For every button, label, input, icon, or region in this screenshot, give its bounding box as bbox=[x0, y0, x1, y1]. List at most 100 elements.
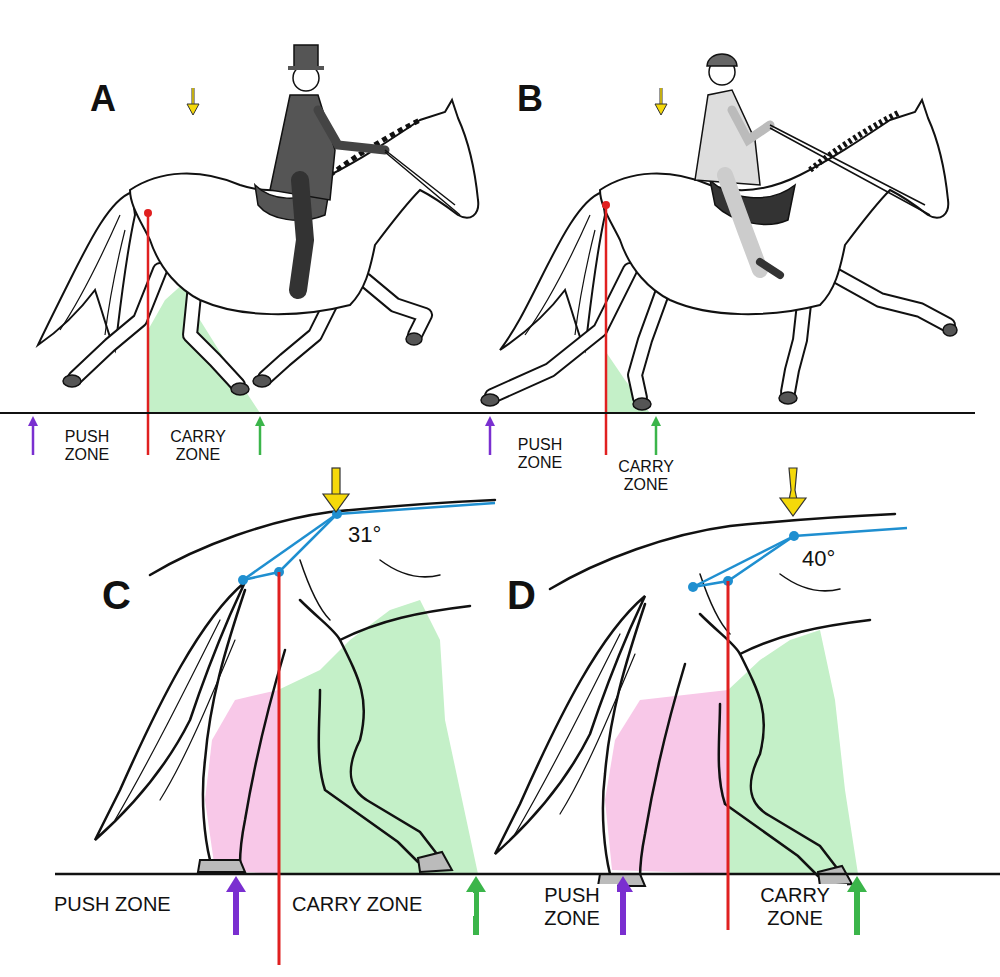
horse-b bbox=[770, 125, 930, 215]
angle-label: 31° bbox=[346, 522, 410, 547]
zone-label: PUSH ZONE bbox=[527, 884, 617, 930]
balance-line bbox=[278, 572, 281, 965]
yellow-arrow bbox=[780, 498, 806, 516]
push-arrow bbox=[28, 416, 38, 426]
yellow-arrow bbox=[323, 494, 349, 512]
yellow-arrow bbox=[660, 88, 662, 106]
horse-b bbox=[600, 100, 948, 314]
horse-b bbox=[635, 285, 665, 398]
push-zone-fill bbox=[605, 690, 728, 874]
angle-marker bbox=[688, 528, 907, 592]
hindquarter-drawing bbox=[115, 620, 235, 820]
balance-point bbox=[144, 209, 152, 217]
carry-arrow bbox=[466, 876, 486, 892]
balance-line bbox=[147, 213, 150, 455]
angle-marker bbox=[789, 531, 799, 541]
yellow-arrow bbox=[192, 88, 195, 106]
horse-legs bbox=[365, 280, 425, 335]
horse-b bbox=[732, 110, 770, 140]
angle-marker bbox=[243, 503, 495, 580]
horse-b bbox=[810, 112, 900, 170]
push-arrow bbox=[28, 416, 38, 455]
ground-line bbox=[55, 873, 1000, 876]
yellow-arrow bbox=[780, 468, 806, 516]
tail-strand bbox=[60, 215, 125, 335]
yellow-arrow bbox=[655, 88, 667, 115]
horse-b bbox=[525, 215, 595, 335]
horse-b bbox=[943, 324, 957, 336]
rider bbox=[298, 180, 305, 290]
balance-line bbox=[605, 205, 608, 455]
panel-letter: B bbox=[515, 78, 569, 119]
horse-b bbox=[835, 275, 948, 325]
angle-marker bbox=[688, 582, 698, 592]
carry-arrow bbox=[255, 416, 265, 455]
horse-b bbox=[725, 175, 760, 270]
panel-letter: A bbox=[88, 78, 142, 119]
carry-arrow bbox=[255, 416, 265, 426]
carry-arrow bbox=[854, 890, 860, 935]
hindquarter-drawing bbox=[319, 690, 418, 862]
horse-legs bbox=[365, 280, 425, 335]
angle-marker bbox=[243, 514, 337, 580]
ground-line bbox=[0, 412, 975, 414]
horse-b bbox=[481, 54, 957, 410]
hindquarter-drawing bbox=[95, 500, 495, 872]
horse-b bbox=[835, 275, 948, 325]
zone-label: CARRY ZONE bbox=[743, 884, 847, 930]
yellow-arrow bbox=[192, 88, 194, 106]
horse-b bbox=[492, 270, 630, 396]
carry-arrow bbox=[651, 416, 661, 426]
hooves bbox=[63, 375, 81, 387]
rider bbox=[288, 66, 324, 70]
hooves bbox=[253, 375, 271, 387]
panel-b-art bbox=[481, 54, 957, 455]
push-arrow bbox=[32, 424, 35, 455]
carry-arrow bbox=[259, 424, 262, 455]
rider bbox=[270, 45, 460, 290]
angle-label: 40° bbox=[800, 546, 864, 571]
hindquarter-drawing bbox=[203, 590, 245, 860]
carry-arrow bbox=[847, 876, 867, 935]
hindquarter-drawing bbox=[150, 500, 495, 575]
hindquarter-drawing bbox=[418, 852, 452, 872]
zone-label: PUSH ZONE bbox=[52, 428, 122, 465]
zone-label: PUSH ZONE bbox=[505, 436, 575, 473]
yellow-arrow bbox=[332, 468, 340, 496]
hindquarter-drawing bbox=[198, 860, 245, 872]
push-arrow bbox=[485, 416, 495, 455]
horse-b bbox=[779, 392, 797, 404]
rider bbox=[294, 45, 318, 69]
hindquarter-drawing bbox=[300, 600, 440, 858]
angle-marker bbox=[238, 503, 495, 585]
horse-b bbox=[500, 192, 605, 350]
hindquarter-drawing bbox=[300, 560, 440, 620]
horse-b bbox=[760, 262, 780, 275]
yellow-arrow bbox=[660, 88, 663, 106]
yellow-arrow bbox=[655, 104, 667, 115]
zone-label: PUSH ZONE bbox=[52, 893, 231, 916]
balance-point bbox=[602, 201, 610, 209]
yellow-arrow bbox=[187, 88, 199, 115]
push-arrow bbox=[620, 890, 626, 935]
zone-label: CARRY ZONE bbox=[290, 893, 474, 916]
horse-b bbox=[492, 270, 630, 396]
balance-line bbox=[727, 581, 730, 930]
angle-marker bbox=[693, 536, 794, 587]
rider bbox=[385, 150, 460, 215]
horse-b bbox=[633, 398, 651, 410]
carry-arrow bbox=[847, 876, 867, 892]
zone-label: CARRY ZONE bbox=[160, 428, 236, 465]
panel-letter: C bbox=[100, 572, 154, 618]
hooves bbox=[231, 383, 249, 395]
hindquarter-drawing bbox=[340, 606, 470, 640]
zone-label: CARRY ZONE bbox=[608, 458, 684, 495]
push-arrow bbox=[226, 876, 246, 892]
carry-arrow bbox=[655, 424, 658, 455]
horse-b bbox=[481, 394, 499, 406]
hooves bbox=[406, 333, 422, 345]
yellow-arrow bbox=[187, 104, 199, 115]
yellow-arrow bbox=[789, 468, 797, 500]
carry-arrow bbox=[651, 416, 661, 455]
